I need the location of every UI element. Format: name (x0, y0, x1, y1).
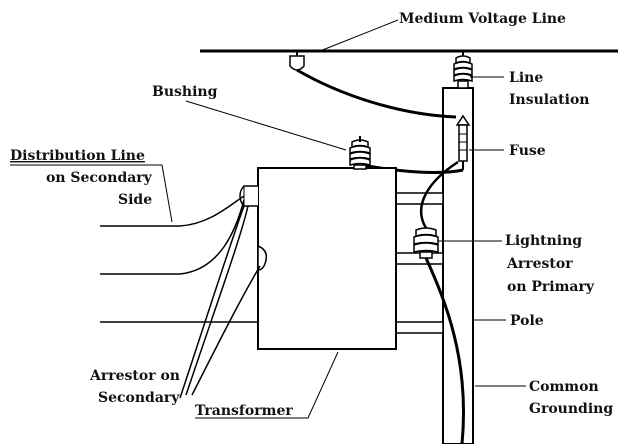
label-common-grounding-2: Grounding (529, 401, 613, 417)
secondary-arrestor-icon (257, 245, 268, 271)
label-distribution-line-3: Side (118, 192, 152, 208)
mounting-brackets (395, 192, 444, 334)
line-insulator-icon (453, 51, 473, 89)
primary-feed-wire (296, 68, 457, 119)
label-medium-voltage-line: Medium Voltage Line (399, 11, 566, 27)
transformer-tank (257, 167, 397, 350)
label-arrestor-secondary-1: Arrestor on (89, 368, 180, 384)
fuse-to-arrestor-wire (420, 160, 459, 229)
lightning-arrestor-icon (413, 227, 439, 259)
label-lightning-arrestor-3: on Primary (507, 279, 595, 295)
label-lightning-arrestor-1: Lightning (505, 233, 582, 249)
line-clamp-icon (289, 51, 305, 71)
label-lightning-arrestor-2: Arrestor (506, 256, 573, 272)
label-distribution-line-2: on Secondary (46, 170, 153, 186)
label-distribution-line-1: Distribution Line (10, 148, 145, 164)
label-fuse: Fuse (509, 143, 546, 159)
label-common-grounding-1: Common (529, 379, 599, 395)
label-arrestor-secondary-2: Secondary (98, 390, 180, 406)
secondary-arrestor-wires (179, 205, 261, 399)
label-line-insulation-2: Insulation (509, 92, 589, 108)
secondary-distribution-lines (100, 195, 258, 323)
bushing-icon (349, 136, 371, 170)
label-line-insulation-1: Line (509, 70, 543, 86)
pole (442, 87, 474, 444)
leader-lines (10, 19, 526, 419)
label-bushing: Bushing (152, 84, 218, 100)
label-transformer: Transformer (195, 403, 293, 419)
common-grounding-wire (424, 257, 466, 444)
label-pole: Pole (510, 313, 544, 329)
fuse-icon (455, 114, 471, 170)
